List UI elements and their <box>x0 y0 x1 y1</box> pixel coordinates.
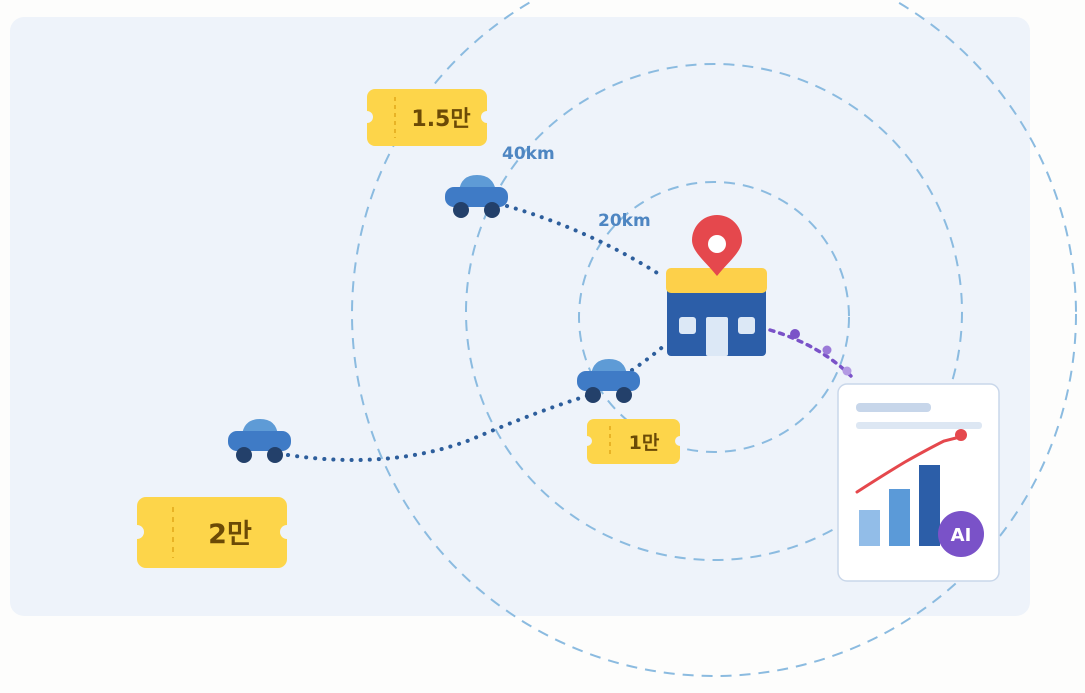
location-pin-icon <box>692 215 742 276</box>
route-far-car <box>286 393 592 462</box>
distance-label-40km: 40km <box>502 144 555 164</box>
bar-chart-icon <box>859 465 940 546</box>
car-icon-top <box>445 175 508 218</box>
coupon-label-20k: 2만 <box>208 519 252 550</box>
coupon-ticket-20k: 2만 <box>130 497 294 568</box>
car-icon-far <box>228 419 291 463</box>
coupon-label-10k: 1만 <box>629 432 660 454</box>
range-ring-inner <box>578 181 850 453</box>
range-ring-middle <box>465 63 963 561</box>
ai-badge-label: AI <box>951 525 972 546</box>
distance-label-20km: 20km <box>598 211 651 231</box>
ai-link <box>768 328 854 379</box>
coupon-ticket-15k: 1.5만 <box>361 89 493 146</box>
coupon-label-15k: 1.5만 <box>411 107 470 132</box>
route-near-car <box>630 342 668 372</box>
store-icon <box>666 268 767 356</box>
car-icon-near <box>577 359 640 403</box>
range-ring-outer <box>351 0 1077 677</box>
ai-badge: AI <box>938 511 984 557</box>
coupon-ticket-10k: 1만 <box>582 419 685 464</box>
trend-line-icon <box>855 436 958 494</box>
analytics-report-card: AI <box>837 383 1000 582</box>
